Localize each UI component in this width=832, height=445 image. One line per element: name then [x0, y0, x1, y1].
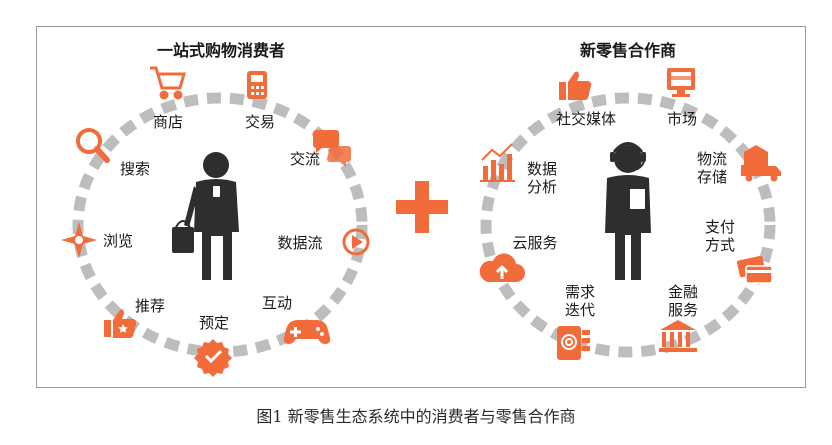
shopping-cart-icon	[150, 66, 186, 100]
storefront-monitor-icon	[667, 68, 695, 97]
bank-icon	[659, 320, 697, 352]
label-analysis: 数据 分析	[526, 160, 558, 196]
pos-terminal-icon	[247, 71, 267, 99]
mobile-target-icon	[557, 326, 590, 360]
check-badge-icon	[194, 339, 232, 377]
credit-cards-icon	[736, 255, 773, 284]
left-title: 一站式购物消费者	[156, 41, 286, 60]
label-trade: 交易	[244, 113, 276, 131]
label-finance: 金融 服务	[667, 283, 699, 319]
right-dashed-ring	[480, 92, 776, 358]
label-iteration: 需求 迭代	[564, 283, 596, 319]
bar-chart-icon	[480, 143, 515, 182]
gamepad-icon	[283, 320, 331, 344]
label-recommend: 推荐	[134, 297, 166, 315]
magnifier-icon	[76, 128, 110, 163]
label-social: 社交媒体	[555, 110, 617, 128]
compass-icon	[61, 222, 97, 258]
thumbs-up-icon	[559, 71, 592, 100]
label-payment: 支付 方式	[704, 218, 736, 254]
figure-frame	[36, 26, 806, 388]
label-reserve: 预定	[198, 314, 230, 332]
right-title: 新零售合作商	[579, 41, 677, 60]
partner-man-figure	[605, 142, 651, 280]
plus-icon	[396, 181, 448, 233]
label-shop: 商店	[152, 113, 184, 131]
label-interact: 互动	[261, 294, 293, 312]
thumbs-up-star-icon	[104, 309, 137, 338]
label-chat: 交流	[289, 150, 321, 168]
figure-caption: 图1 新零售生态系统中的消费者与零售合作商	[256, 407, 576, 426]
label-browse: 浏览	[102, 232, 134, 250]
label-market: 市场	[666, 110, 698, 128]
consumer-woman-figure	[172, 152, 239, 280]
label-search: 搜索	[119, 160, 151, 178]
label-dataflow: 数据流	[277, 234, 323, 252]
label-cloud: 云服务	[512, 234, 558, 252]
cloud-upload-icon	[479, 253, 525, 282]
chat-bubbles-icon	[313, 130, 351, 167]
play-circle-icon	[342, 228, 370, 256]
delivery-truck-icon	[741, 145, 781, 182]
label-logistics: 物流 存储	[696, 150, 728, 186]
